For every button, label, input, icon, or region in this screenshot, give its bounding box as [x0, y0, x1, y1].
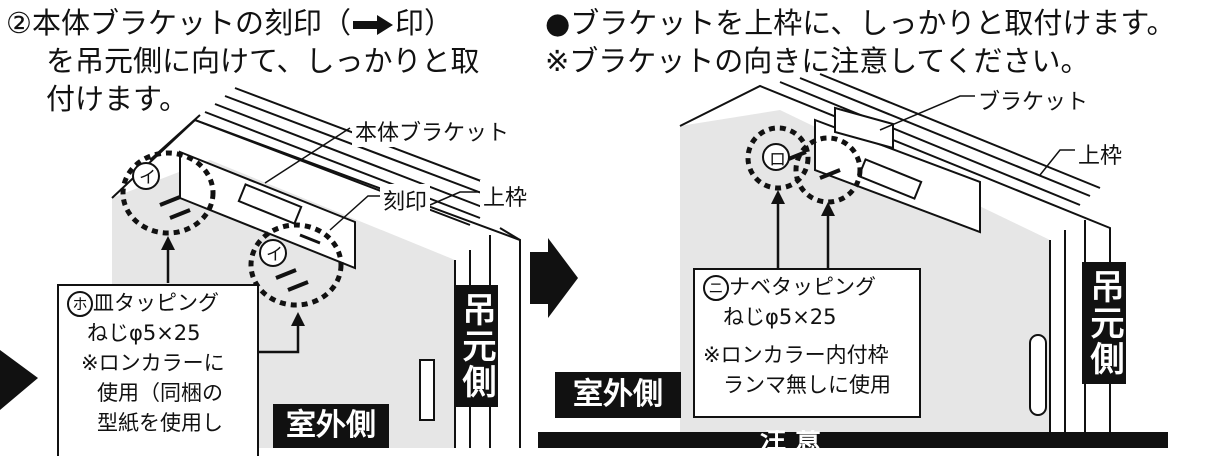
caution-bar	[538, 432, 1168, 448]
label-bracket-right: ブラケット	[975, 84, 1092, 116]
hinge-side-label-right: 吊元側	[1082, 262, 1126, 384]
label-upper-frame-right: 上枠	[1075, 138, 1126, 170]
note-line-2: ねじφ5×25	[723, 305, 837, 329]
circle-label-i-1: イ	[139, 168, 156, 188]
note-pan-head-screw: ニナベタッピング ねじφ5×25 ※ロンカラー内付枠 ランマ無しに使用	[693, 268, 921, 418]
outdoor-label-right: 室外側	[555, 372, 681, 418]
note-line-1: ナベタッピング	[729, 275, 876, 299]
note-countersunk-screw: ホ皿タッピング ねじφ5×25 ※ロンカラーに 使用（同梱の 型紙を使用し	[57, 284, 259, 456]
step-line-2: を吊元側に向けて、しっかりと取	[46, 44, 480, 78]
circle-label-ni: ニ	[703, 275, 729, 301]
left-edge-arrow	[0, 350, 38, 410]
step-2-instruction: ②本体ブラケットの刻印（ 印） を吊元側に向けて、しっかりと取 付けます。	[6, 4, 480, 118]
step-line-3: 付けます。	[46, 82, 189, 116]
note-line-3: ※ロンカラーに	[81, 351, 225, 375]
circle-label-ro: ロ	[769, 150, 786, 170]
right-instruction: ●ブラケットを上枠に、しっかりと取付けます。 ※ブラケットの向きに注意してくださ…	[545, 4, 1176, 80]
label-body-bracket: 本体ブラケット	[352, 115, 513, 147]
note-line-1: 皿タッピング	[93, 291, 219, 315]
hinge-side-label-left: 吊元側	[454, 285, 498, 407]
note-line-5: 型紙を使用し	[97, 411, 223, 435]
stamp-arrow-icon	[353, 15, 393, 35]
note-line-3: ※ロンカラー内付枠	[703, 343, 889, 367]
note-line-4: ランマ無しに使用	[723, 373, 891, 397]
right-head-line-2: ※ブラケットの向きに注意してください。	[545, 44, 1090, 78]
step-line-1: ②本体ブラケットの刻印（	[6, 6, 351, 40]
step-mark-text: 印）	[395, 6, 454, 40]
circle-label-ho: ホ	[67, 291, 93, 317]
outdoor-label-left: 室外側	[273, 404, 389, 448]
label-upper-frame-left: 上枠	[480, 180, 531, 212]
note-line-2: ねじφ5×25	[87, 321, 201, 345]
note-line-4: 使用（同梱の	[97, 381, 223, 405]
label-stamp: 刻印	[380, 184, 431, 216]
step-arrow	[530, 238, 578, 318]
right-head-line-1: ●ブラケットを上枠に、しっかりと取付けます。	[545, 6, 1176, 40]
caution-heading: 注 意	[760, 430, 822, 448]
circle-label-i-2: イ	[266, 245, 283, 265]
